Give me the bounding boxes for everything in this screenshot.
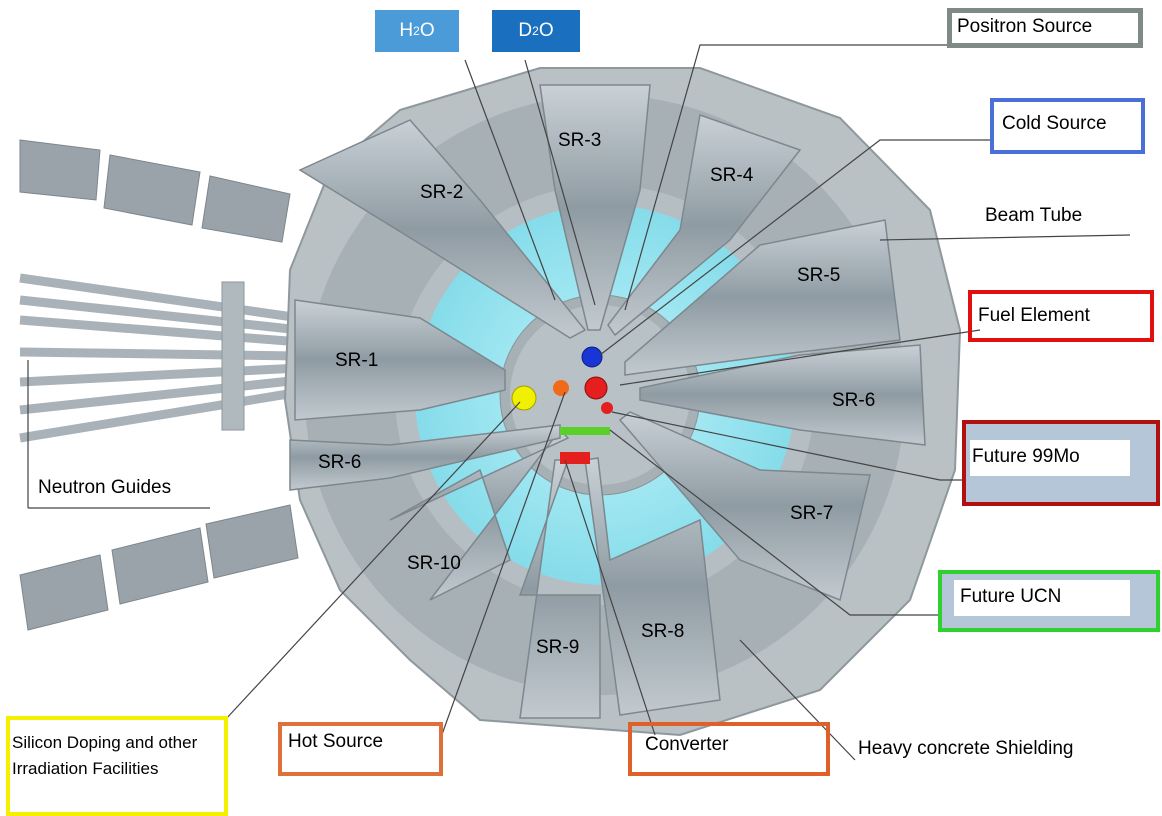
- cold-source-marker: [581, 346, 603, 368]
- guide-housing-lower: [19, 504, 299, 631]
- d2o-tail: O: [538, 20, 554, 41]
- future-ucn-marker: [560, 427, 610, 435]
- cold-source-label: Cold Source: [1002, 113, 1107, 134]
- d2o-sub: 2: [532, 24, 539, 38]
- sr-9-label: SR-9: [536, 637, 580, 658]
- future-ucn-label: Future UCN: [960, 586, 1062, 607]
- sr-7-label: SR-7: [790, 503, 834, 524]
- neutron-guides-rods: [19, 273, 301, 443]
- sr-6-left-label: SR-6: [318, 452, 362, 473]
- hot-source-marker: [553, 380, 569, 396]
- silicon-doping-label: Silicon Doping and other Irradiation Fac…: [12, 733, 198, 778]
- future-99mo-label: Future 99Mo: [972, 446, 1080, 467]
- sr-10-label: SR-10: [407, 553, 461, 574]
- sr-4-label: SR-4: [710, 165, 754, 186]
- future-99mo-marker: [601, 402, 613, 414]
- fuel-element-label: Fuel Element: [978, 305, 1090, 326]
- neutron-guides-label: Neutron Guides: [38, 477, 172, 498]
- heavy-concrete-label: Heavy concrete Shielding: [858, 738, 1074, 759]
- h2o-main: H: [399, 20, 414, 41]
- cold-source-box: [990, 98, 1145, 154]
- sr-3-label: SR-3: [558, 130, 602, 151]
- future-ucn-inner: [954, 580, 1130, 616]
- sr-5-label: SR-5: [797, 265, 841, 286]
- sr-8-label: SR-8: [641, 621, 685, 642]
- d2o-main: D: [518, 20, 533, 41]
- leader-lines: [27, 44, 1131, 761]
- hot-source-box: [278, 722, 443, 776]
- sr-1-label: SR-1: [335, 350, 379, 371]
- fuel-element-box: [968, 290, 1154, 342]
- converter-label: Converter: [645, 734, 729, 755]
- guide-housing-upper: [19, 139, 291, 243]
- sr-2-label: SR-2: [420, 182, 464, 203]
- future-99mo-inner: [970, 440, 1130, 476]
- converter-marker: [560, 452, 590, 464]
- sr-6-right-label: SR-6: [832, 390, 876, 411]
- beam-tube-label: Beam Tube: [985, 205, 1083, 226]
- beam-tubes: [289, 84, 926, 719]
- h2o-sub: 2: [413, 24, 420, 38]
- positron-source-label: Positron Source: [957, 16, 1093, 37]
- positron-source-box: [947, 8, 1143, 48]
- guide-clamp: [221, 281, 245, 431]
- converter-box: [628, 722, 830, 776]
- h2o-tail: O: [419, 20, 435, 41]
- fuel-element-marker: [584, 376, 608, 400]
- hot-source-label: Hot Source: [288, 731, 384, 752]
